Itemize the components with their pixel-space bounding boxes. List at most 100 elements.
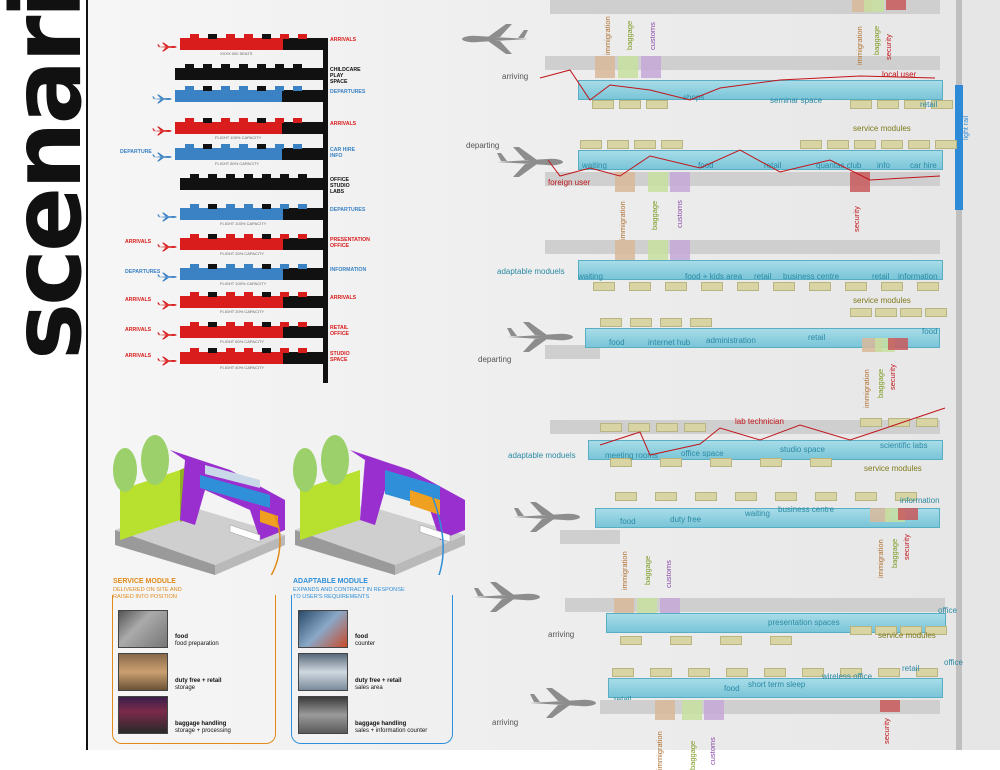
adaptable-moduels-label: adaptable moduels <box>497 267 565 276</box>
module-internet-hub: internet hub <box>648 338 691 347</box>
service-module-block <box>607 140 629 149</box>
module-office: office <box>944 658 963 667</box>
module-food: food <box>698 161 714 170</box>
service-item-dutyfree-desc: storage <box>175 685 196 691</box>
schedule-row: FLIGHT 100% CAPACITY <box>180 264 323 286</box>
checkpoint-zone <box>880 700 900 712</box>
service-module-block <box>931 100 953 109</box>
checkpoint-customs: customs <box>648 22 657 50</box>
schedule-right-label: DEPARTURES <box>330 89 366 95</box>
module-waiting: waiting <box>578 272 603 281</box>
adaptable-module-drawing <box>293 435 465 575</box>
service-module-block <box>875 626 897 635</box>
schedule-notch <box>208 292 217 297</box>
checkpoint-customs: customs <box>664 560 673 588</box>
schedule-notch <box>239 86 248 91</box>
schedule-row: FLIGHT 80% CAPACITY <box>175 144 323 166</box>
schedule-notch <box>275 118 284 123</box>
schedule-caption: FLIGHT 100% CAPACITY <box>215 135 262 140</box>
schedule-segment <box>175 90 282 102</box>
adaptable-item-baggage-desc: sales + information counter <box>355 728 428 734</box>
schedule-caption: FLIGHT 100% CAPACITY <box>220 281 267 286</box>
schedule-notch <box>298 174 307 179</box>
checkpoint-immigration: immigration <box>655 731 664 770</box>
service-module-block <box>670 636 692 645</box>
checkpoint-zone <box>704 700 724 720</box>
schedule-notch <box>244 264 253 269</box>
schedule-notch <box>221 86 230 91</box>
schedule-right-label: OFFICE STUDIO LABS <box>330 177 350 195</box>
plane-icon <box>151 149 173 162</box>
checkpoint-zone <box>888 338 908 350</box>
module-bar <box>608 678 943 698</box>
service-item-dutyfree-name: duty free + retail <box>175 678 222 684</box>
schedule-caption: FLIGHT 80% CAPACITY <box>215 161 260 166</box>
user-label-foreign: foreign user <box>548 178 591 187</box>
module-retail: retail <box>902 664 920 673</box>
module-administration: administration <box>706 336 756 345</box>
checkpoint-baggage: baggage <box>688 740 697 770</box>
light-rail-label: light rail <box>963 115 970 140</box>
module-car-hire: car hire <box>910 161 937 170</box>
schedule-notch <box>208 234 217 239</box>
plane-icon <box>151 91 173 104</box>
schedule-notch <box>293 144 302 149</box>
schedule-notch <box>298 264 307 269</box>
adaptable-moduels-label: adaptable moduels <box>508 451 576 460</box>
service-module-block <box>815 492 837 501</box>
schedule-row: FLIGHT 40% CAPACITY <box>180 348 323 370</box>
service-module-block <box>900 308 922 317</box>
service-module-block <box>655 492 677 501</box>
schedule-notch <box>280 204 289 209</box>
plane-icon <box>156 39 178 52</box>
checkpoint-zone <box>850 172 870 192</box>
schedule-notch <box>293 64 302 69</box>
service-module-block <box>701 282 723 291</box>
module-retail: retail <box>872 272 890 281</box>
schedule-notch <box>190 322 199 327</box>
schedule-notch <box>185 86 194 91</box>
schedule-notch <box>275 86 284 91</box>
schedule-notch <box>298 204 307 209</box>
schedule-notch <box>275 64 284 69</box>
adaptable-item-food-desc: counter <box>355 641 376 647</box>
service-module-block <box>775 492 797 501</box>
service-module-block <box>620 636 642 645</box>
airplane-icon <box>460 22 530 56</box>
schedule-caption: FLIGHT 60% CAPACITY <box>220 339 265 344</box>
service-module-block <box>735 492 757 501</box>
checkpoint-zone <box>682 700 702 720</box>
schedule-segment-office <box>281 122 323 134</box>
service-module-block <box>600 423 622 432</box>
sales-area-photo <box>298 653 348 691</box>
checkpoint-immigration: immigration <box>620 551 629 590</box>
checkpoint-baggage: baggage <box>643 555 652 585</box>
direction-label-arriving: arriving <box>548 630 575 639</box>
light-rail-segment <box>955 85 963 210</box>
module-business-centre: business centre <box>778 505 835 514</box>
schedule-notch <box>244 348 253 353</box>
checkpoint-security: security <box>888 364 897 390</box>
schedule-notch <box>203 118 212 123</box>
service-module-subtitle: DELIVERED ON SITE AND RAISED INTO POSITI… <box>113 587 182 600</box>
schedule-notch <box>208 322 217 327</box>
airplane-icon <box>472 580 542 614</box>
module-quantas-club: quantas club <box>816 161 862 170</box>
plane-icon <box>156 239 178 252</box>
module-presentation-spaces: presentation spaces <box>768 618 840 627</box>
service-module-block <box>661 140 683 149</box>
service-item-baggage-desc: storage + processing <box>175 728 231 734</box>
schedule-notch <box>244 292 253 297</box>
service-module-block <box>881 282 903 291</box>
schedule-segment <box>175 148 282 160</box>
checkpoint-zone <box>615 240 635 260</box>
service-module-block <box>802 668 824 677</box>
service-modules-label: service modules <box>853 296 911 305</box>
service-module-block <box>860 418 882 427</box>
adaptable-item-dutyfree-name: duty free + retail <box>355 678 402 684</box>
checkpoint-security: security <box>852 206 861 232</box>
adaptable-item-baggage-name: baggage handling <box>355 721 407 727</box>
schedule-notch <box>298 292 307 297</box>
